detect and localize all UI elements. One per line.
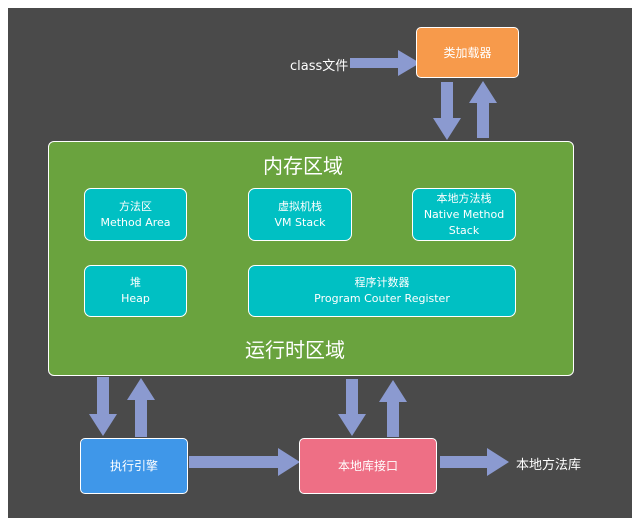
vm-stack-box: 虚拟机栈 VM Stack <box>248 188 352 241</box>
vm-stack-line1: 虚拟机栈 <box>278 199 322 213</box>
class-loader-box: 类加载器 <box>416 27 519 78</box>
pc-register-line1: 程序计数器 <box>354 276 410 289</box>
native-stack-line2: Native Method <box>423 207 505 221</box>
class-file-label: class文件 <box>290 59 349 74</box>
arrow-runtime-down-to-native <box>338 379 366 436</box>
arrow-runtime-down-to-engine <box>89 377 117 436</box>
method-area-line2: Method Area <box>100 215 171 229</box>
heap-line2: Heap <box>121 292 150 305</box>
native-method-stack-box: 本地方法栈 Native Method Stack <box>412 188 516 241</box>
native-stack-line1: 本地方法栈 <box>436 191 492 205</box>
native-stack-line3: Stack <box>448 223 480 237</box>
arrow-native-up-to-runtime <box>379 380 407 437</box>
heap-box: 堆 Heap <box>84 265 187 317</box>
program-counter-register-box: 程序计数器 Program Couter Register <box>248 265 516 317</box>
execution-engine-label: 执行引擎 <box>109 459 158 473</box>
method-area-line1: 方法区 <box>119 199 152 213</box>
memory-area-title: 内存区域 <box>263 154 343 178</box>
native-interface-label: 本地库接口 <box>337 459 398 473</box>
vm-stack-line2: VM Stack <box>274 215 326 229</box>
class-loader-label: 类加载器 <box>443 45 492 60</box>
arrow-class-to-loader <box>350 50 420 76</box>
runtime-area-footer: 运行时区域 <box>245 338 345 362</box>
arrow-engine-to-native <box>189 448 300 476</box>
execution-engine-box: 执行引擎 <box>80 438 188 494</box>
runtime-area <box>48 141 574 376</box>
arrow-engine-up-to-runtime <box>127 378 155 437</box>
native-interface-box: 本地库接口 <box>299 438 437 494</box>
native-library-label: 本地方法库 <box>516 458 582 473</box>
heap-line1: 堆 <box>130 276 141 289</box>
method-area-box: 方法区 Method Area <box>84 188 187 241</box>
arrow-loader-down <box>433 82 461 140</box>
pc-register-line2: Program Couter Register <box>314 292 450 305</box>
arrow-runtime-up-to-loader <box>469 81 497 138</box>
arrow-native-to-library <box>440 448 509 476</box>
